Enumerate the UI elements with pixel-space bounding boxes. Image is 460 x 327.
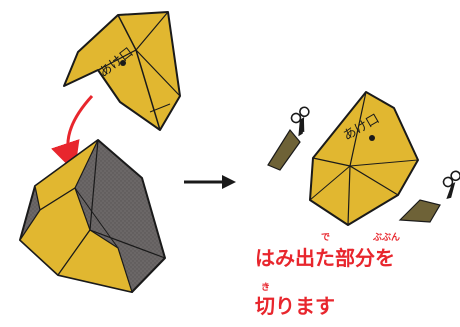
scissors-icon [442,170,460,200]
ruby-de: で [321,233,331,243]
ruby-bubun: ぶぶん [373,233,401,243]
cut-piece-left [267,128,301,171]
ruby-ki: き [261,283,271,293]
caption-line1: はみ出た部分を [255,246,395,270]
cut-piece-right [398,199,441,223]
scissors-icon [290,106,310,137]
top-folded-piece: あけ口 [63,11,181,131]
curved-arrow [51,94,94,173]
right-arrow [184,175,236,189]
caption-line2: 切ります [255,294,335,318]
result-shape: あけ口 [309,91,419,226]
bottom-pyramid [19,139,166,293]
